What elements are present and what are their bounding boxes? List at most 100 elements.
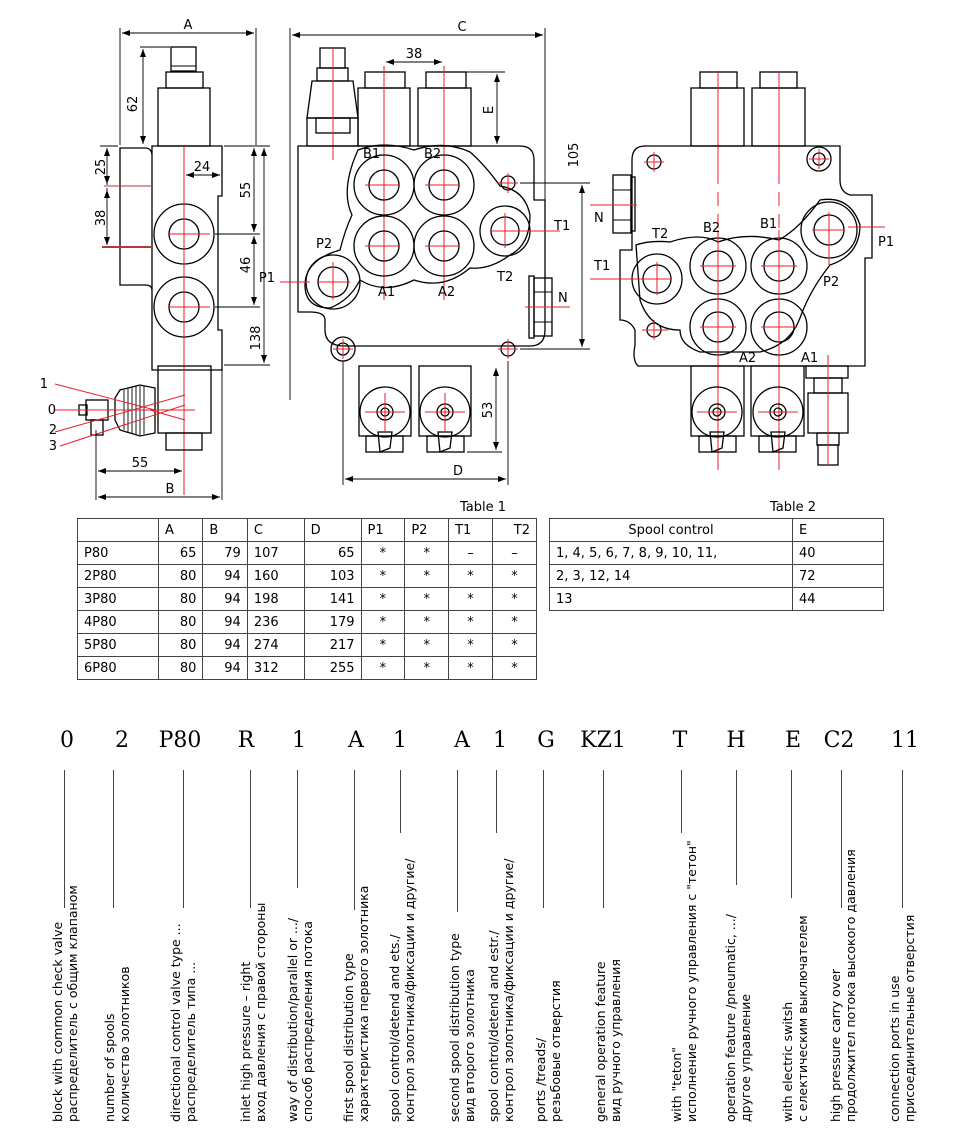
rear-port-A1-label: A1 bbox=[801, 351, 818, 366]
table2-cell: 72 bbox=[792, 564, 884, 588]
front-view: C 38 E bbox=[259, 20, 590, 485]
table1-row: 3P80 80 94 198 141 * * * * bbox=[77, 587, 537, 611]
table1: A B C D P1 P2 T1 T2 P80 65 79 107 65 * *… bbox=[77, 518, 537, 680]
side-view: A 62 25 38 24 bbox=[40, 18, 270, 500]
port-A2-label: A2 bbox=[438, 285, 455, 300]
port-B2-label: B2 bbox=[424, 147, 441, 162]
table2-row: 2, 3, 12, 14 72 bbox=[549, 564, 884, 588]
table1-cell: * bbox=[448, 633, 494, 657]
table1-cell: * bbox=[360, 587, 406, 611]
port-P1-label: P1 bbox=[259, 271, 275, 286]
description-ru: контрол золотника/фиксации и другие/ bbox=[501, 858, 516, 1122]
table1-header-row: A B C D P1 P2 T1 T2 bbox=[77, 518, 537, 542]
table1-cell: 94 bbox=[202, 587, 248, 611]
port-N-label: N bbox=[558, 291, 568, 306]
port-B1-label: B1 bbox=[363, 147, 380, 162]
order-code-leader-line bbox=[902, 770, 903, 908]
order-code-7: A bbox=[454, 728, 470, 753]
table1-cell: * bbox=[492, 564, 537, 588]
position-2-label: 2 bbox=[49, 423, 57, 438]
description-en: general operation feature bbox=[593, 961, 608, 1122]
order-code-5: A bbox=[348, 728, 364, 753]
order-code-leader-line bbox=[113, 770, 114, 908]
dim-138-label: 138 bbox=[249, 326, 264, 351]
order-code-description: directional control valve type ...распре… bbox=[168, 923, 198, 1122]
table1-header-cell: P2 bbox=[404, 518, 450, 542]
rear-view: T2 B2 B1 P1 T1 P2 A2 A1 N bbox=[590, 71, 894, 470]
description-ru: резьбовые отверстия bbox=[548, 980, 563, 1122]
table1-cell: 80 bbox=[157, 587, 204, 611]
order-code-description: spool control/detend and ets./контрол зо… bbox=[387, 859, 417, 1122]
order-code-description: operation feature /pneumatic, .../другое… bbox=[723, 914, 753, 1122]
description-ru: количество золотников bbox=[117, 966, 132, 1122]
table1-cell: * bbox=[360, 656, 406, 680]
table2-cell: 1, 4, 5, 6, 7, 8, 9, 10, 11, bbox=[549, 541, 793, 565]
table1-cell: 141 bbox=[303, 587, 362, 611]
description-ru: вид второго золотника bbox=[462, 969, 477, 1122]
dim-38-front-label: 38 bbox=[406, 47, 423, 62]
table1-cell: * bbox=[360, 610, 406, 634]
table2-cell: 13 bbox=[549, 587, 793, 611]
table1-cell: 107 bbox=[246, 541, 305, 565]
description-en: with electric switsh bbox=[780, 1001, 795, 1122]
table1-header-cell: T1 bbox=[448, 518, 494, 542]
dim-25-label: 25 bbox=[94, 159, 109, 176]
rear-port-N-label: N bbox=[594, 211, 604, 226]
description-ru: другое управление bbox=[738, 993, 753, 1122]
table1-cell-model: P80 bbox=[77, 541, 159, 565]
order-code-leader-line bbox=[791, 770, 792, 898]
table1-cell: * bbox=[448, 564, 494, 588]
table2-row: 1, 4, 5, 6, 7, 8, 9, 10, 11, 40 bbox=[549, 541, 884, 565]
table1-cell: 217 bbox=[303, 633, 362, 657]
table1-cell-model: 6P80 bbox=[77, 656, 159, 680]
order-code-leader-line bbox=[736, 770, 737, 885]
order-code-1: 2 bbox=[115, 728, 129, 753]
dim-105-label: 105 bbox=[567, 143, 582, 168]
table1-cell: 103 bbox=[303, 564, 362, 588]
dim-53-label: 53 bbox=[481, 402, 496, 419]
description-ru: контрол золотника/фиксации и другие/ bbox=[402, 858, 417, 1122]
table1-header-cell: D bbox=[303, 518, 362, 542]
table1-cell-model: 2P80 bbox=[77, 564, 159, 588]
description-ru: продолжител потока высокого давления bbox=[843, 849, 858, 1122]
table1-header-cell: B bbox=[202, 518, 248, 542]
table1-row: 6P80 80 94 312 255 * * * * bbox=[77, 656, 537, 680]
rear-port-T2-label: T2 bbox=[651, 227, 668, 242]
table2-row: 13 44 bbox=[549, 587, 884, 611]
order-code-leader-line bbox=[354, 770, 355, 910]
order-code-12: H bbox=[726, 728, 746, 753]
order-code-10: KZ1 bbox=[580, 728, 626, 753]
table1-cell: 94 bbox=[202, 656, 248, 680]
order-code-leader-line bbox=[400, 770, 401, 833]
table1-cell: * bbox=[492, 587, 537, 611]
description-ru: характеристика первого золотника bbox=[356, 885, 371, 1122]
port-A1-label: A1 bbox=[378, 285, 395, 300]
description-ru: с електическим выключателем bbox=[795, 915, 810, 1122]
table1-row: 2P80 80 94 160 103 * * * * bbox=[77, 564, 537, 588]
table2: Spool control E 1, 4, 5, 6, 7, 8, 9, 10,… bbox=[549, 518, 884, 611]
table1-cell: * bbox=[404, 610, 450, 634]
table1-cell: * bbox=[360, 541, 406, 565]
dim-E-label: E bbox=[482, 106, 497, 114]
table1-cell: 94 bbox=[202, 633, 248, 657]
order-code-4: 1 bbox=[292, 728, 306, 753]
order-code-leader-line bbox=[603, 770, 604, 908]
order-code-3: R bbox=[237, 728, 255, 753]
order-code-leader-line bbox=[297, 770, 298, 888]
description-en: spool control/detend and ets./ bbox=[387, 934, 402, 1122]
table1-cell: – bbox=[448, 541, 494, 565]
table1-row: 5P80 80 94 274 217 * * * * bbox=[77, 633, 537, 657]
table1-header-cell bbox=[77, 518, 159, 542]
description-en: directional control valve type ... bbox=[168, 923, 183, 1122]
description-en: block with common check valve bbox=[50, 921, 65, 1122]
order-code-13: E bbox=[784, 728, 802, 753]
table2-cell: 2, 3, 12, 14 bbox=[549, 564, 793, 588]
table1-cell: – bbox=[492, 541, 537, 565]
order-code-2: P80 bbox=[158, 728, 202, 753]
order-code-description: way of distribution/parallel or .../спос… bbox=[285, 918, 315, 1122]
table1-cell: 65 bbox=[303, 541, 362, 565]
